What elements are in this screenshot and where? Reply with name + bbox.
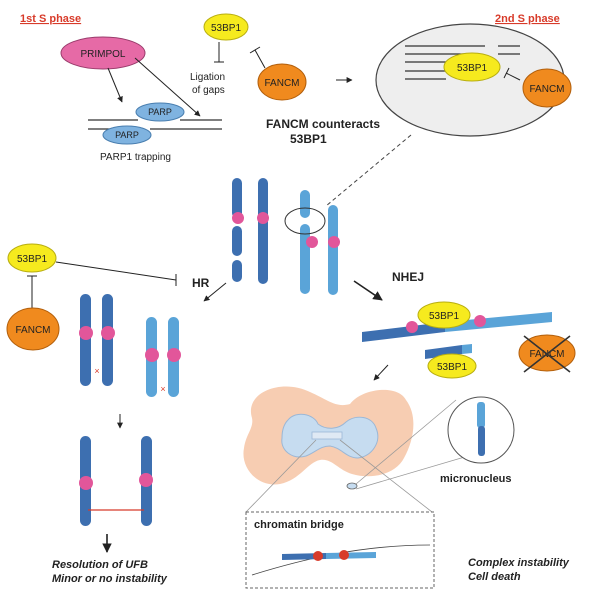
- inhibit-bp53-hr: [55, 261, 177, 286]
- instability-label-2: Cell death: [468, 571, 521, 583]
- bp53-text-top: 53BP1: [211, 23, 241, 34]
- inhibit-bp53-ligation: [214, 42, 224, 63]
- parp-node-1: PARP: [135, 102, 185, 122]
- bp53-text-left: 53BP1: [17, 254, 47, 265]
- phase2-label: 2nd S phase: [495, 13, 560, 25]
- ligation-label-2: of gaps: [192, 85, 225, 96]
- primpol-arrow-1: [107, 67, 123, 103]
- bp53-text-nhej-2: 53BP1: [437, 362, 467, 373]
- fancm-node-top: FANCM: [257, 63, 307, 101]
- primpol-text: PRIMPOL: [80, 49, 125, 60]
- fancm-text-top: FANCM: [265, 78, 300, 89]
- hr-chromosomes: × ×: [79, 294, 181, 397]
- nhej-arrow: [353, 280, 383, 301]
- fancm-text-zoom: FANCM: [530, 84, 565, 95]
- primpol-arrow-2: [134, 57, 201, 117]
- counteracts-label-2: 53BP1: [290, 132, 327, 146]
- bp53-node-nhej-1: 53BP1: [417, 301, 471, 329]
- hr-label: HR: [192, 276, 210, 290]
- hr-arrow: [203, 282, 227, 302]
- bridge-zoom-connector-2: [339, 439, 433, 513]
- parp1-trapping-label: PARP1 trapping: [100, 152, 171, 163]
- primpol-node: PRIMPOL: [60, 36, 146, 70]
- bridge-zoom-connector-1: [245, 439, 317, 513]
- dna-strands-phase1: [88, 119, 222, 130]
- svg-text:×: ×: [94, 366, 99, 376]
- fancm-text-left: FANCM: [16, 325, 51, 336]
- nhej-fused-chromosome: [362, 312, 552, 359]
- central-chromosomes: [232, 178, 340, 295]
- bp53-node-top: 53BP1: [203, 13, 249, 41]
- bp53-node-zoom: 53BP1: [443, 52, 501, 82]
- zoom-ellipse-phase2: 53BP1 FANCM: [375, 23, 572, 137]
- nhej-label: NHEJ: [392, 270, 424, 284]
- bp53-text-zoom: 53BP1: [457, 63, 487, 74]
- resolution-label-2: Minor or no instability: [52, 573, 168, 585]
- inhibit-fancm-bp53-top: [249, 46, 266, 69]
- chromatin-bridge-label: chromatin bridge: [254, 519, 344, 531]
- zoom-connector-dashed: [325, 134, 412, 207]
- dividing-cell: [243, 386, 414, 490]
- bp53-node-nhej-2: 53BP1: [427, 353, 477, 379]
- inhibit-fancm-bp53-left: [27, 275, 37, 308]
- bp53-text-nhej-1: 53BP1: [429, 311, 459, 322]
- fancm-node-crossed: FANCM: [518, 334, 576, 373]
- instability-label-1: Complex instability: [468, 557, 570, 569]
- counteracts-label-1: FANCM counteracts: [266, 117, 380, 131]
- ligation-label-1: Ligation: [190, 72, 225, 83]
- micronucleus-zoom: [355, 396, 515, 490]
- micronucleus-label: micronucleus: [440, 473, 512, 485]
- phase1-label: 1st S phase: [20, 13, 81, 25]
- fancm-node-zoom: FANCM: [522, 68, 572, 108]
- parp-text-1: PARP: [148, 107, 172, 117]
- nhej-down-arrow: [373, 364, 389, 381]
- bp53-node-left: 53BP1: [7, 243, 57, 273]
- resolution-label-1: Resolution of UFB: [52, 559, 148, 571]
- parp-node-2: PARP: [102, 125, 152, 145]
- ufb-chromosomes: [79, 436, 153, 526]
- chromatin-bridge-zoom: [245, 511, 435, 589]
- fancm-node-left: FANCM: [6, 307, 60, 351]
- parp-text-2: PARP: [115, 130, 139, 140]
- svg-text:×: ×: [160, 384, 165, 394]
